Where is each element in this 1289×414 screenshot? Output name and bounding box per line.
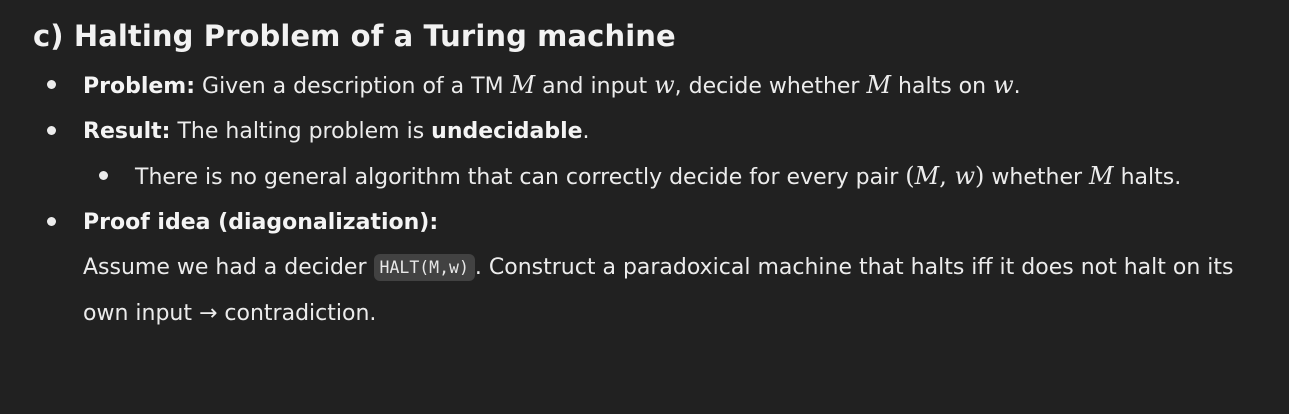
bullet-list: Problem: Given a description of a TM M a… [33,63,1263,336]
arrow-icon: → [198,301,218,326]
math-paren: ( [905,162,915,190]
item-text: . [1013,74,1021,99]
item-text: and input [535,74,655,99]
list-item-result: Result: The halting problem is undecidab… [33,109,1263,200]
math-symbol: M [1089,162,1114,190]
item-text: . Construct a paradoxical machine that h… [83,255,1234,326]
list-item-problem: Problem: Given a description of a TM M a… [33,63,1263,109]
math-symbol: w [993,71,1014,99]
math-symbol: w [954,162,976,190]
inline-code: HALT(M,w) [373,254,475,281]
math-symbol: M [914,162,940,190]
section-heading: c) Halting Problem of a Turing machine [33,19,676,53]
proof-paragraph: Assume we had a decider HALT(M,w). Const… [83,245,1263,336]
item-label: Proof idea (diagonalization): [83,210,439,235]
item-text: halts. [1113,165,1182,190]
list-item-proof: Proof idea (diagonalization): Assume we … [33,200,1263,336]
item-text: There is no general algorithm that can c… [135,165,906,190]
nested-list-item: There is no general algorithm that can c… [83,154,1263,200]
math-paren: ) [975,162,985,190]
math-comma: , [939,162,955,190]
item-text: contradiction. [217,301,377,326]
bullet-icon [47,126,56,135]
bullet-icon [99,171,108,180]
item-text: halts on [891,74,994,99]
item-text: whether [984,165,1090,190]
emphasis-text: undecidable [431,119,583,144]
item-text: The halting problem is [170,119,432,144]
item-text: . [582,119,590,144]
bullet-icon [47,80,56,89]
nested-bullet-list: There is no general algorithm that can c… [83,154,1263,200]
math-symbol: w [654,71,675,99]
math-symbol: M [866,71,892,99]
item-text: Given a description of a TM [195,74,511,99]
item-text: Assume we had a decider [83,255,374,280]
math-symbol: M [510,71,536,99]
bullet-icon [47,217,56,226]
item-label: Problem: [83,74,196,99]
item-label: Result: [83,119,171,144]
document: c) Halting Problem of a Turing machine P… [33,14,1263,336]
item-text: , decide whether [674,74,867,99]
